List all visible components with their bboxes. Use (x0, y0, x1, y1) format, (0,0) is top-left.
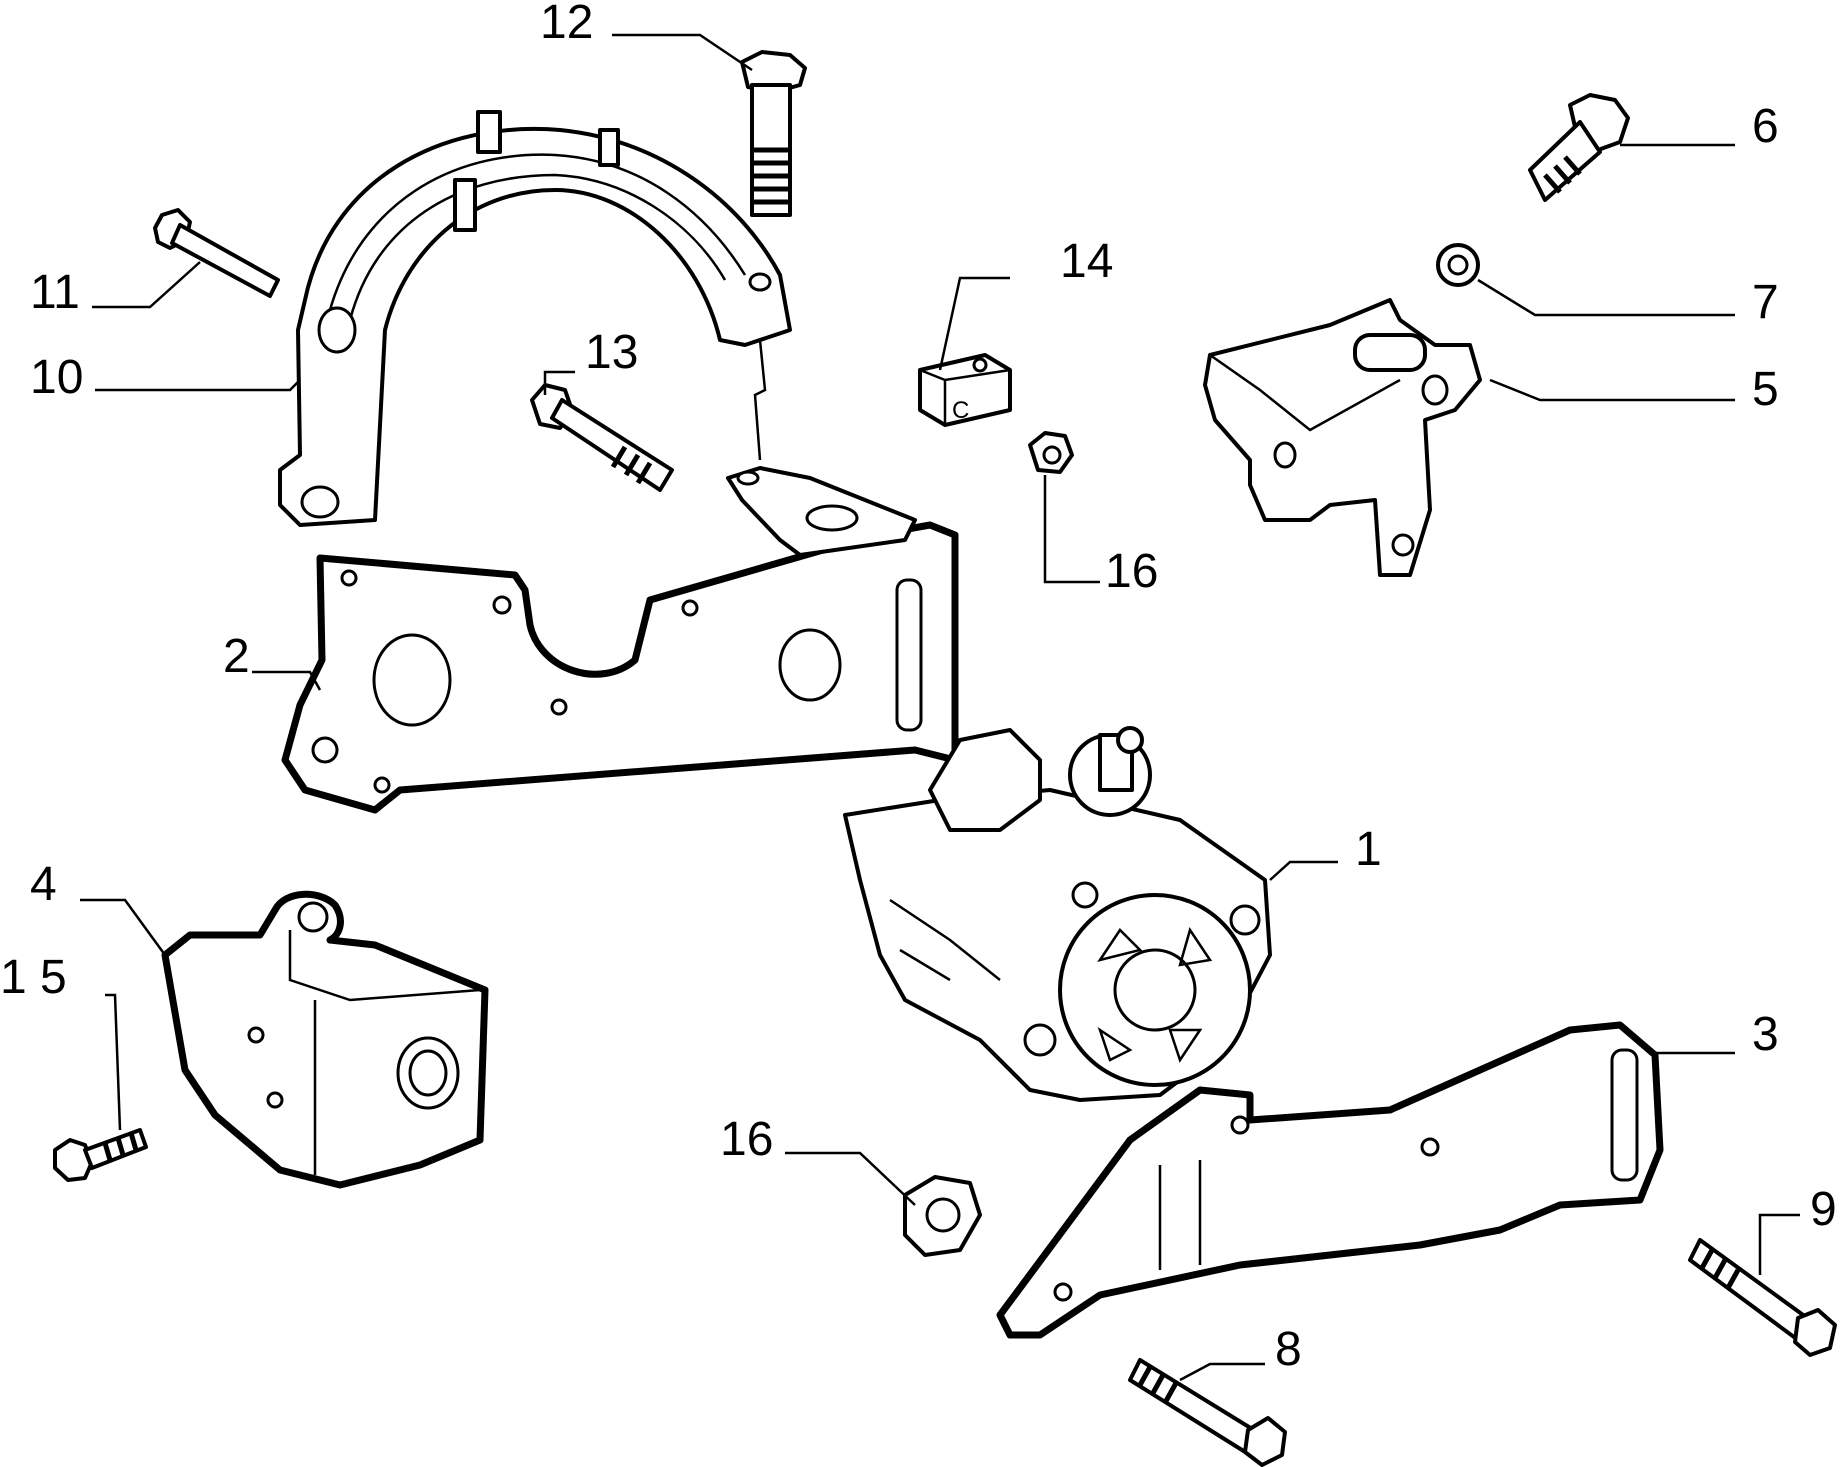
callout-2: 2 (223, 630, 250, 683)
callout-10: 10 (30, 351, 83, 404)
part-4-mount-block (161, 890, 489, 1189)
part-14-mark: C (952, 397, 969, 424)
leader-lines (80, 33, 1800, 1382)
part-10-belt-guard (278, 110, 792, 527)
part-16-nut-upper (1028, 431, 1074, 474)
callout-14: 14 (1060, 235, 1113, 288)
leader-15 (105, 993, 122, 1131)
callout-13: 13 (585, 326, 638, 379)
part-6-bolt (1528, 93, 1630, 202)
callout-7: 7 (1752, 276, 1779, 329)
callout-11: 11 (30, 266, 80, 319)
leader-13 (543, 370, 575, 395)
callout-6: 6 (1752, 100, 1779, 153)
part-14-block: C (918, 353, 1012, 427)
part-2-mounting-bracket (281, 466, 959, 814)
leader-12 (612, 33, 753, 72)
callout-4: 4 (30, 858, 57, 911)
leader-9 (1758, 1213, 1800, 1275)
leader-1 (1269, 860, 1338, 881)
callout-1: 1 (1355, 823, 1382, 876)
part-1-steering-pump (843, 726, 1272, 1102)
callout-16a: 16 (1105, 545, 1158, 598)
callout-15: 1 5 (0, 951, 67, 1004)
callout-labels: 1 2 3 4 5 6 7 8 9 10 11 12 13 14 1 5 16 … (0, 0, 1837, 1376)
leader-16a (1043, 475, 1100, 584)
callout-16b: 16 (720, 1113, 773, 1166)
leader-4 (80, 898, 167, 956)
leader-8 (1179, 1362, 1265, 1382)
part-11-bolt (153, 208, 280, 298)
callout-12: 12 (540, 0, 593, 49)
leader-2 (252, 670, 322, 691)
part-8-bolt (1128, 1358, 1287, 1467)
part-16-nut-lower (903, 1175, 982, 1257)
leader-16b (785, 1151, 916, 1206)
leader-10 (95, 379, 301, 392)
callout-5: 5 (1752, 363, 1779, 416)
part-13-bolt (530, 383, 674, 492)
callout-8: 8 (1275, 1323, 1302, 1376)
leader-5 (1489, 378, 1735, 402)
callout-9: 9 (1810, 1183, 1837, 1236)
part-7-washer (1436, 243, 1480, 287)
part-5-pivot-bracket (1203, 298, 1482, 577)
leader-7 (1477, 278, 1735, 317)
leader-11 (92, 261, 201, 309)
part-3-lower-bracket (996, 1021, 1664, 1339)
part-12-bolt (740, 50, 807, 217)
callout-3: 3 (1752, 1008, 1779, 1061)
part-9-bolt (1688, 1238, 1837, 1357)
part-15-bolt (53, 1128, 148, 1182)
leader-14 (938, 276, 1010, 371)
